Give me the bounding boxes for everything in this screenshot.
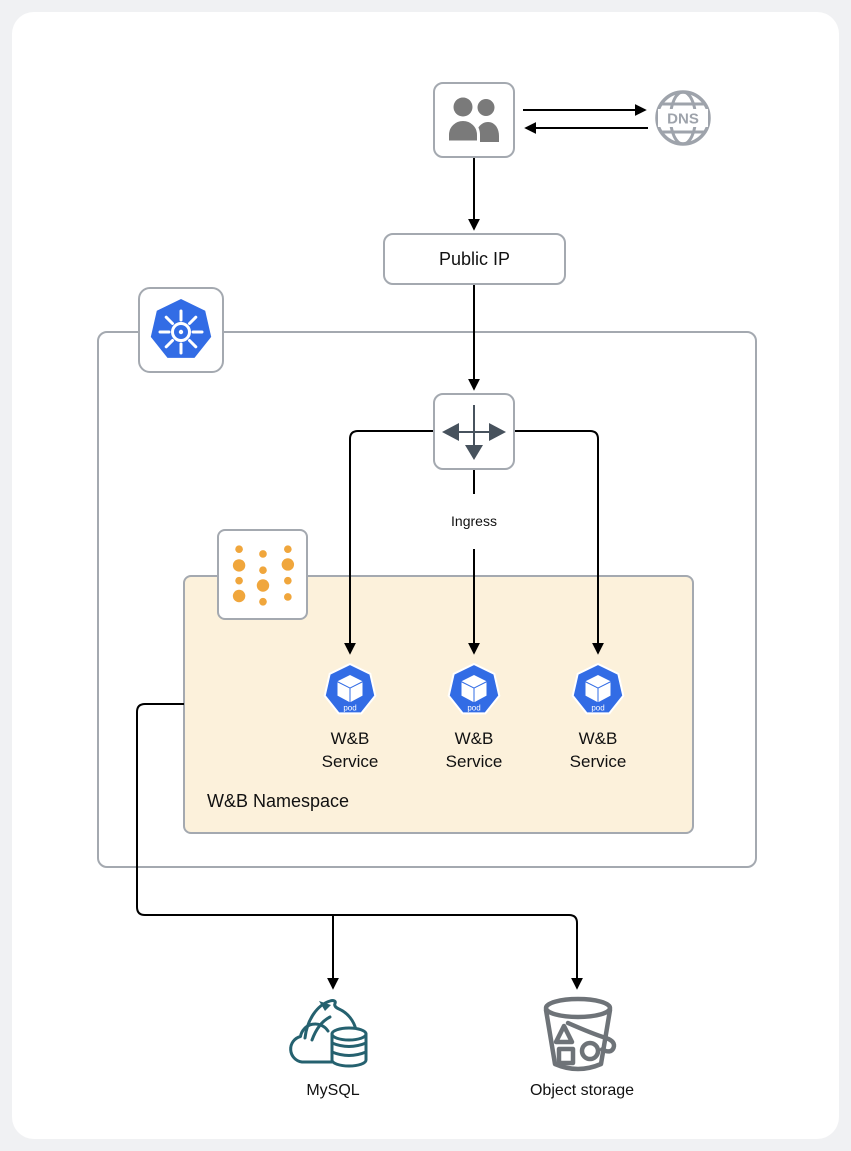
namespace-icon-node	[217, 529, 308, 620]
pod-icon: pod	[323, 662, 377, 715]
pod-label: W&B Service	[321, 729, 379, 771]
pod-label: W&B Service	[569, 729, 627, 771]
object-storage-node	[533, 992, 623, 1082]
pod-badge: pod	[467, 704, 480, 713]
ingress-label: Ingress	[451, 513, 497, 529]
namespace-dots-icon	[232, 545, 295, 606]
line-namespace-to-object-storage	[136, 703, 583, 990]
object-storage-label: Object storage	[529, 1082, 635, 1099]
arrow-ingress-to-pod-1	[344, 430, 433, 655]
public-ip-label: Public IP	[438, 248, 511, 269]
pod-icon: pod	[447, 662, 501, 715]
ingress-icon	[442, 405, 506, 460]
dns-label: DNS	[667, 111, 699, 128]
pod-icon: pod	[571, 662, 625, 715]
ingress-node	[433, 393, 515, 470]
bucket-icon	[543, 996, 617, 1072]
kubernetes-icon	[150, 299, 212, 358]
users-node	[433, 82, 515, 158]
pod-badge: pod	[343, 704, 356, 713]
users-icon	[446, 97, 499, 144]
public-ip-node: Public IP	[383, 233, 566, 285]
pod-node: pod	[570, 662, 626, 718]
arrow-ingress-to-pod-3	[515, 430, 604, 655]
pod-label: W&B Service	[445, 729, 503, 771]
mysql-node	[285, 992, 381, 1078]
namespace-label: W&B Namespace	[207, 791, 350, 811]
mysql-label: MySQL	[306, 1082, 360, 1099]
mysql-icon	[289, 999, 368, 1068]
kubernetes-node	[138, 287, 224, 373]
kubernetes-cluster-box	[97, 331, 757, 868]
dns-globe-icon: DNS	[655, 90, 711, 146]
pod-node: pod	[322, 662, 378, 718]
pod-node: pod	[446, 662, 502, 718]
pod-badge: pod	[591, 704, 604, 713]
dns-node: DNS	[651, 86, 715, 150]
